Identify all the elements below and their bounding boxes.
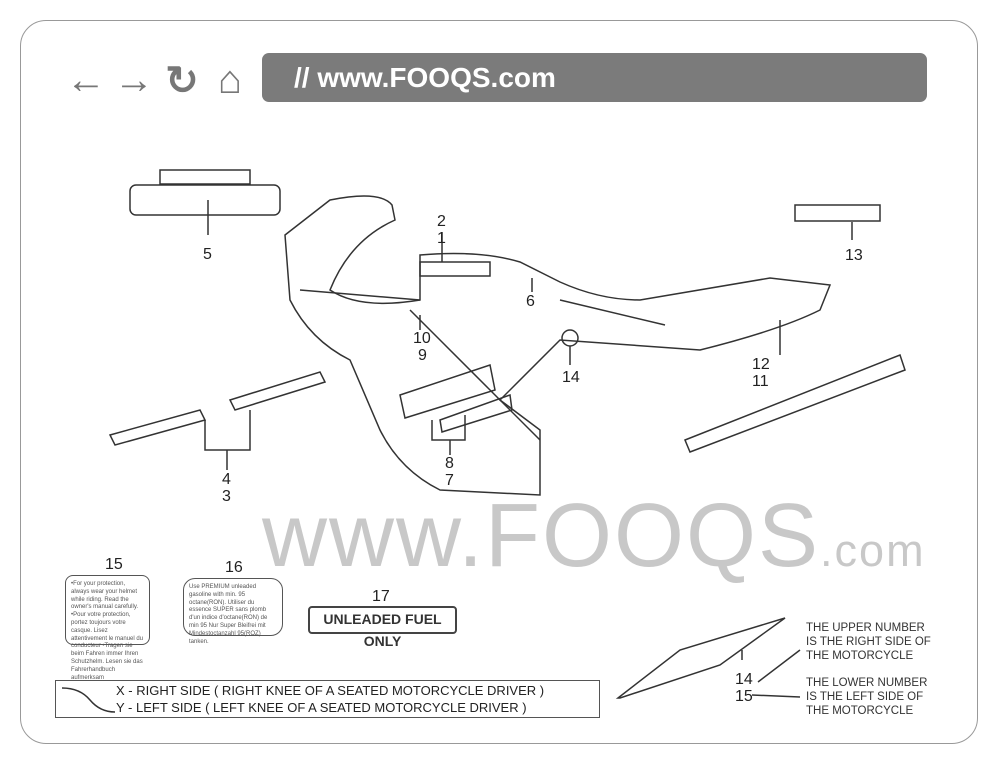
note-callout-14: 14 [735, 671, 753, 688]
callout-8: 8 [445, 455, 454, 472]
upper-note-line: IS THE RIGHT SIDE OF [806, 636, 931, 648]
callout-3: 3 [222, 488, 231, 505]
diagram-frame [20, 20, 978, 744]
fairing-outline [284, 195, 832, 496]
callout-4: 4 [222, 471, 231, 488]
reload-icon[interactable]: ↻ [165, 59, 199, 103]
decal-super-sport [108, 371, 327, 446]
callout-2: 2 [437, 213, 446, 230]
legend-right-side: X - RIGHT SIDE ( RIGHT KNEE OF A SEATED … [116, 683, 545, 698]
lower-note-line: IS THE LEFT SIDE OF [806, 691, 924, 703]
browser-nav: ← → ↻ ⌂ [65, 58, 251, 104]
unleaded-fuel-label: UNLEADED FUEL ONLY [308, 606, 457, 649]
callout-12: 12 [752, 356, 770, 373]
callout-9: 9 [418, 347, 427, 364]
upper-number-note: THE UPPER NUMBER IS THE RIGHT SIDE OF THE … [806, 621, 931, 663]
helmet-warning-label: •For your protection, always wear your h… [65, 575, 150, 681]
callout-15: 15 [105, 556, 123, 573]
decal-honda-left [159, 169, 251, 185]
upper-note-line: THE MOTORCYCLE [806, 650, 914, 662]
callout-16: 16 [225, 559, 243, 576]
callout-6: 6 [526, 293, 535, 310]
lower-note-line: THE MOTORCYCLE [806, 705, 914, 717]
decal-liquid-cooled [684, 354, 906, 453]
decal-cbr1000f [399, 364, 513, 433]
decal-cbr [129, 184, 281, 216]
legend-box: X - RIGHT SIDE ( RIGHT KNEE OF A SEATED … [55, 680, 600, 718]
cap-part-14 [561, 329, 579, 347]
upper-note-line: THE UPPER NUMBER [806, 622, 925, 634]
arrow-right-icon[interactable]: → [114, 58, 154, 102]
callout-1: 1 [437, 230, 446, 247]
home-icon[interactable]: ⌂ [217, 58, 243, 102]
callout-14: 14 [562, 369, 580, 386]
url-bar[interactable]: // www.FOOQS.com [262, 53, 927, 102]
callout-13: 13 [845, 247, 863, 264]
fuel-octane-label: Use PREMIUM unleaded gasoline with min. … [183, 578, 283, 645]
lower-number-note: THE LOWER NUMBER IS THE LEFT SIDE OF THE M… [806, 676, 927, 718]
legend-left-side: Y - LEFT SIDE ( LEFT KNEE OF A SEATED MO… [116, 700, 527, 715]
decal-honda-right [794, 204, 881, 222]
watermark: www.FOOQS.com [262, 486, 926, 586]
decal-shape-14-15 [615, 617, 786, 699]
note-callout-15: 15 [735, 688, 753, 705]
arrow-left-icon[interactable]: ← [66, 58, 106, 102]
callout-5: 5 [203, 246, 212, 263]
decal-honda-center [419, 261, 491, 277]
callout-7: 7 [445, 472, 454, 489]
callout-11: 11 [752, 373, 769, 390]
callout-17: 17 [372, 588, 390, 605]
callout-10: 10 [413, 330, 431, 347]
lower-note-line: THE LOWER NUMBER [806, 677, 928, 689]
